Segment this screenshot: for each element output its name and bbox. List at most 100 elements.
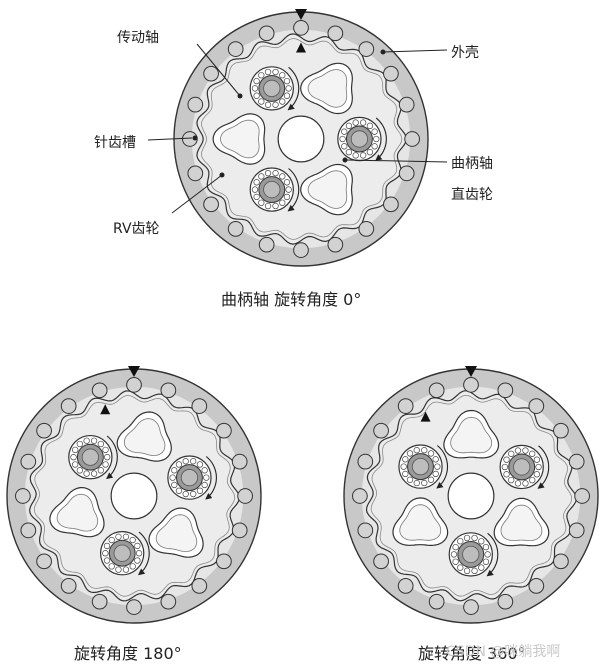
bearing-ball-deg360-1-8: [503, 456, 510, 463]
leader-housing: [382, 49, 448, 53]
crankshaft-core-deg360-1: [513, 458, 531, 476]
bearing-ball-deg0-5-13: [283, 77, 291, 85]
pin-deg360-11: [428, 593, 445, 610]
pin-deg360-6: [568, 522, 585, 539]
pin-deg0-19: [258, 25, 275, 42]
pin-deg180-13: [36, 553, 52, 570]
rotation-arrow-deg180-3: [137, 531, 150, 576]
bearing-ball-deg180-5-12: [97, 440, 105, 448]
pin-deg180-19: [91, 382, 108, 399]
pin-deg0-3: [383, 65, 399, 82]
pin-deg0-17: [203, 65, 219, 82]
pin-deg180-3: [216, 422, 232, 439]
bearing-ball-deg180-3-5: [108, 563, 115, 570]
bearing-ball-deg360-5-11: [421, 447, 428, 454]
bearing-ball-deg0-1-8: [341, 128, 348, 135]
pin-deg0-0: [293, 20, 309, 36]
bearing-ball-deg360-3-6: [452, 558, 459, 565]
bearing-ball-deg360-3-12: [478, 538, 485, 545]
bearing-ball-deg360-5-4: [413, 479, 420, 487]
bearing-ball-deg0-3-4: [264, 202, 272, 210]
bearing-ball-deg0-3-9: [258, 173, 265, 180]
bearing-ball-deg0-3-11: [272, 170, 279, 177]
label-drive-shaft: 传动轴: [117, 30, 159, 46]
bearing-ball-deg180-3-10: [115, 533, 122, 540]
crankshaft-core-deg360-5: [411, 458, 430, 476]
bearing-ball-deg180-1-4: [182, 490, 189, 498]
bearing-ball-deg0-1-7: [339, 135, 346, 143]
bearing-ball-deg0-5-10: [264, 68, 272, 76]
bearing-ball-deg0-5-11: [272, 68, 279, 76]
gear-marker-deg180: [100, 404, 111, 415]
bearing-ball-deg0-5-5: [258, 98, 265, 105]
bearing-ball-deg360-1-10: [514, 447, 522, 454]
pin-deg360-13: [373, 553, 389, 570]
bearing-ball-deg0-3-8: [253, 179, 260, 186]
pin-deg360-2: [528, 398, 545, 414]
label-housing: 外壳: [451, 45, 479, 61]
bearing-ball-deg180-5-5: [76, 467, 84, 474]
bearing-ball-deg0-3-3: [272, 202, 279, 210]
bearing-ball-deg180-5-11: [90, 437, 98, 444]
bearing-ball-deg0-3-0: [285, 186, 292, 193]
bearing-ball-deg180-1-10: [182, 458, 189, 465]
leader-pin-groove-dot: [192, 135, 198, 141]
pin-deg360-7: [553, 553, 569, 570]
bearing-ball-deg360-1-12: [529, 450, 536, 457]
pin-deg180-16: [20, 453, 37, 470]
pin-deg0-6: [398, 165, 415, 182]
rotation-arrow-deg180-1: [205, 456, 217, 500]
pin-deg360-9: [497, 593, 514, 610]
pin-deg180-11: [91, 593, 108, 610]
pin-deg180-0: [126, 377, 142, 393]
bearing-ball-deg360-3-3: [471, 567, 478, 574]
bearing-ball-deg360-1-1: [533, 471, 541, 478]
reference-marker-deg0: [295, 9, 307, 20]
rotation-arrow-deg360-5: [436, 445, 449, 489]
bearing-ball-deg360-1-6: [503, 471, 510, 478]
bearing-ball-deg0-3-1: [283, 193, 291, 201]
bearing-ball-deg0-5-6: [253, 92, 260, 99]
rv-gear-inner-deg0: [201, 38, 403, 240]
bearing-ball-deg0-5-8: [253, 77, 260, 85]
bearing-ball-deg180-5-13: [102, 446, 109, 454]
bearing-ball-deg360-1-0: [535, 463, 542, 471]
bearing-ball-deg360-5-12: [427, 450, 435, 457]
pin-deg0-14: [187, 165, 204, 182]
bearing-ball-deg360-3-2: [478, 564, 485, 571]
bearing-ball-deg180-3-12: [129, 536, 136, 544]
pin-deg360-18: [397, 398, 414, 414]
pin-deg360-0: [463, 377, 479, 393]
pin-deg0-18: [227, 41, 244, 57]
pin-deg360-19: [428, 382, 445, 399]
bearing-ball-deg180-1-0: [203, 474, 210, 481]
pin-deg0-9: [327, 236, 344, 253]
reducer-deg180: [6, 366, 262, 624]
bearing-ball-deg0-3-2: [279, 199, 286, 206]
pin-deg180-8: [191, 578, 208, 594]
bearing-ball-deg360-3-7: [450, 551, 458, 558]
bearing-ball-deg180-1-7: [169, 474, 176, 481]
pin-deg360-3: [553, 422, 569, 439]
bearing-ball-deg180-5-8: [72, 446, 79, 454]
bearing-ball-deg360-5-5: [406, 476, 414, 483]
pin-deg360-1: [497, 382, 514, 399]
pin-deg360-14: [357, 522, 374, 539]
bearing-ball-deg0-5-9: [258, 72, 265, 79]
bearing-ball-deg0-1-4: [352, 152, 359, 159]
pin-deg180-6: [231, 522, 248, 539]
bearing-ball-deg360-1-9: [508, 450, 515, 457]
pin-deg360-8: [528, 578, 545, 594]
pin-deg180-7: [216, 553, 232, 570]
bearing-ball-deg0-5-2: [279, 98, 286, 105]
bearing-ball-deg180-5-2: [97, 467, 105, 474]
pin-deg360-5: [574, 488, 590, 504]
bearing-ball-deg360-5-7: [400, 463, 407, 470]
bearing-ball-deg0-3-7: [251, 186, 259, 193]
pin-deg180-10: [126, 599, 142, 615]
leader-rv-gear: [171, 174, 223, 214]
pin-deg180-12: [60, 578, 77, 594]
gear-marker-deg0: [296, 42, 306, 53]
